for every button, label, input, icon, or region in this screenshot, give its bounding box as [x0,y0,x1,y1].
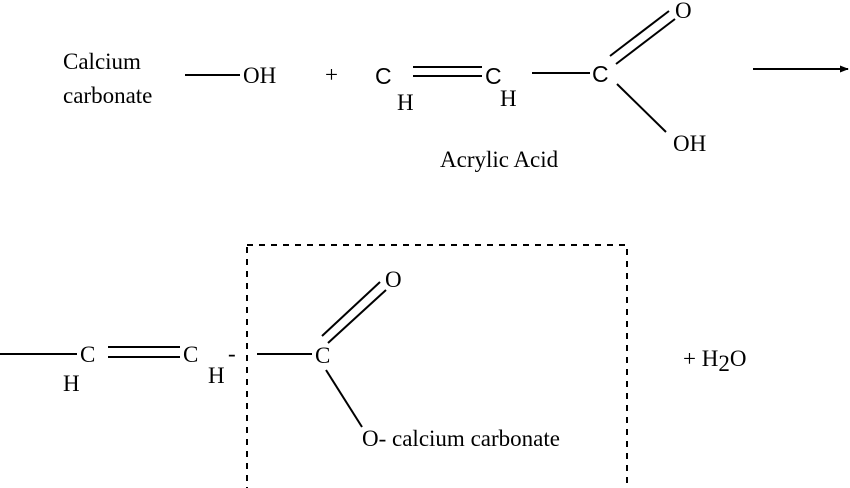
acid-c-oh-bond [616,83,667,133]
water-subscript: 2 [718,351,730,376]
acid-hydrogen-1: H [397,90,414,115]
acid-hydroxyl: OH [673,131,706,156]
product-co-double-bond-a [321,281,381,337]
acid-carbon-2: C [485,63,502,89]
product-structure: C H C H - C O O- calcium carbonate [0,267,560,451]
product-carbonyl-carbon: C [315,343,330,368]
acrylic-acid-structure: C H C H C O OH Acrylic Acid [375,0,706,172]
product-ester-label: O- calcium carbonate [362,426,560,451]
product-carbon-1: C [80,342,95,367]
reactant-calcium-carbonate: Calcium carbonate OH [63,49,276,108]
acid-co-double-bond-a [609,10,670,57]
acid-name-label: Acrylic Acid [440,147,559,172]
reagent-label-line2: carbonate [63,83,152,108]
acid-carbonyl-carbon: C [592,61,609,87]
product-carbon-2: C [183,342,198,367]
water-oxygen: O [730,346,747,371]
acid-carbon-1: C [375,63,392,89]
product-co-double-bond-b [327,289,387,344]
water-prefix: + H [683,346,718,371]
plus-sign: + [325,62,338,87]
product-hydrogen-2: H [208,363,225,388]
product-carbonyl-oxygen: O [385,267,402,292]
reagent-hydroxyl: OH [243,63,276,88]
acid-carbonyl-oxygen: O [675,0,692,23]
water-byproduct: + H2O [683,346,746,376]
acid-hydrogen-2: H [500,86,517,111]
product-hydrogen-1: H [63,371,80,396]
reagent-label-line1: Calcium [63,49,141,74]
acid-co-double-bond-b [615,18,676,65]
product-ester-bond [325,369,363,428]
product-dash: - [228,341,236,366]
highlight-box [246,244,628,488]
